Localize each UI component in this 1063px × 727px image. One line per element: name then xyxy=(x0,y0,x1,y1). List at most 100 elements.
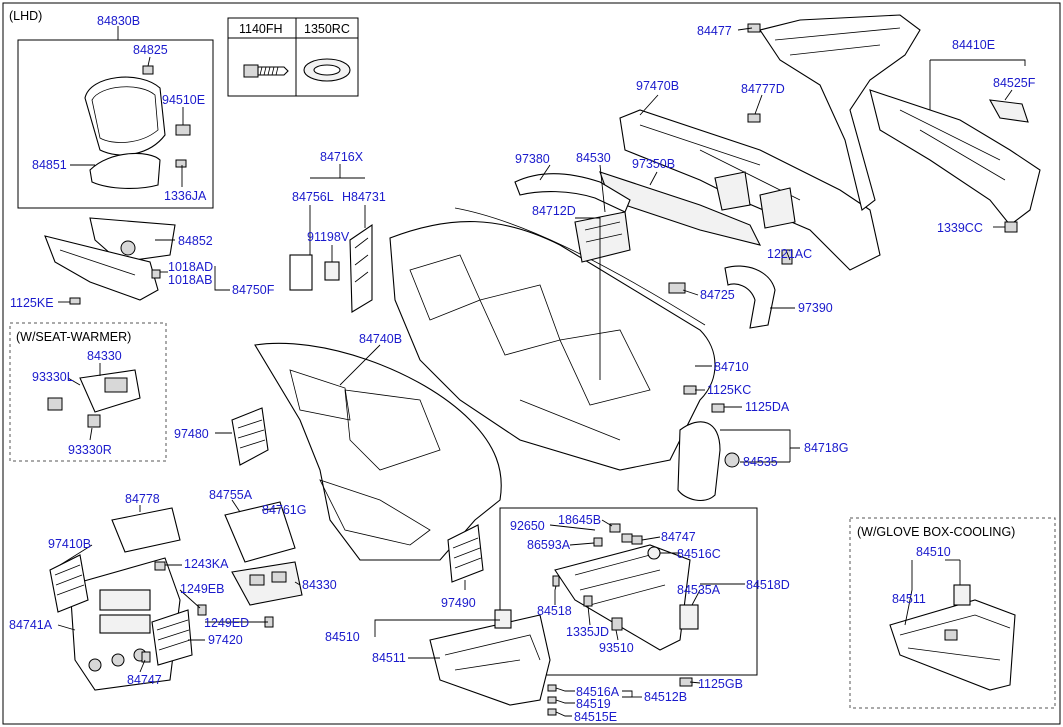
part-label[interactable]: 1125KE xyxy=(10,296,54,310)
leader-lines xyxy=(57,26,1026,717)
seat-warmer-box xyxy=(9,322,167,462)
part-label[interactable]: 91198V xyxy=(307,230,350,244)
part-label[interactable]: 84756L xyxy=(292,190,334,204)
part-label[interactable]: 93330L xyxy=(32,370,74,384)
part-label[interactable]: 84330 xyxy=(302,578,337,592)
variant-label-glove-box-cooling: (W/GLOVE BOX-COOLING) xyxy=(857,525,1015,539)
part-label[interactable]: 84851 xyxy=(32,158,67,172)
part-label[interactable]: 84777D xyxy=(741,82,785,96)
part-label[interactable]: 84510 xyxy=(916,545,951,559)
airbag-module-drawing xyxy=(574,211,631,263)
part-label[interactable]: 93510 xyxy=(599,641,634,655)
glove-box-housing-drawing xyxy=(552,523,699,651)
part-label[interactable]: 84535A xyxy=(677,583,721,597)
part-label[interactable]: 18645B xyxy=(558,513,601,527)
variant-label-lhd: (LHD) xyxy=(9,9,42,23)
variant-label-seat-warmer: (W/SEAT-WARMER) xyxy=(16,330,131,344)
cooling-glove-box-door-drawing xyxy=(889,584,1016,691)
part-label[interactable]: 84718G xyxy=(804,441,848,455)
lower-cover-drawing xyxy=(44,217,176,305)
part-label[interactable]: 84712D xyxy=(532,204,576,218)
center-lower-panel-drawing xyxy=(254,342,502,561)
part-label[interactable]: 84516C xyxy=(677,547,721,561)
part-label[interactable]: 97380 xyxy=(515,152,550,166)
center-fascia-drawing xyxy=(49,507,193,691)
part-label[interactable]: 97410B xyxy=(48,537,91,551)
part-label[interactable]: 84747 xyxy=(127,673,162,687)
part-label[interactable]: 84510 xyxy=(325,630,360,644)
part-label[interactable]: 86593A xyxy=(527,538,571,552)
glove-box-detail-box xyxy=(499,507,758,676)
part-label[interactable]: 84518D xyxy=(746,578,790,592)
part-label[interactable]: 84530 xyxy=(576,151,611,165)
part-label[interactable]: 84330 xyxy=(87,349,122,363)
part-label[interactable]: 84518 xyxy=(537,604,572,618)
part-label[interactable]: 1018AD xyxy=(168,260,213,274)
part-label[interactable]: 84512B xyxy=(644,690,687,704)
cowl-cross-bar-drawing xyxy=(759,14,1041,233)
fastener-parts-drawing xyxy=(141,23,793,687)
part-label[interactable]: 97350B xyxy=(632,157,675,171)
part-label[interactable]: 84516A xyxy=(576,685,620,699)
legend-col1-label: 1140FH xyxy=(239,22,283,36)
part-label[interactable]: 1243KA xyxy=(184,557,229,571)
part-label[interactable]: 84519 xyxy=(576,697,611,711)
switch-cover-drawing xyxy=(224,501,303,606)
cluster-housing-drawing xyxy=(84,65,191,189)
part-label[interactable]: 92650 xyxy=(510,519,545,533)
part-label[interactable]: 84830B xyxy=(97,14,140,28)
part-label[interactable]: 84477 xyxy=(697,24,732,38)
part-label[interactable]: 84515E xyxy=(574,710,617,724)
bolt-icon xyxy=(243,64,289,78)
part-label[interactable]: 84750F xyxy=(232,283,275,297)
part-label[interactable]: 84740B xyxy=(359,332,402,346)
side-vent-right-drawing xyxy=(447,524,484,583)
side-bracket-drawing xyxy=(289,223,373,313)
part-label[interactable]: 84511 xyxy=(892,592,926,606)
part-label[interactable]: 1018AB xyxy=(168,273,212,287)
part-label[interactable]: 94510E xyxy=(162,93,205,107)
lhd-cluster-box xyxy=(17,39,214,209)
part-label[interactable]: 1339CC xyxy=(937,221,983,235)
part-label[interactable]: 1125DA xyxy=(745,400,790,414)
part-label[interactable]: 1125GB xyxy=(698,677,743,691)
part-label[interactable]: 1249ED xyxy=(204,616,249,630)
fastener-legend-table xyxy=(227,17,359,97)
part-label[interactable]: 97490 xyxy=(441,596,476,610)
part-label[interactable]: 84525F xyxy=(993,76,1036,90)
part-label[interactable]: 97470B xyxy=(636,79,679,93)
part-label[interactable]: 84511 xyxy=(372,651,406,665)
part-label[interactable]: 1335JD xyxy=(566,625,609,639)
side-cover-right-drawing xyxy=(677,421,740,501)
part-label[interactable]: 84761G xyxy=(262,503,306,517)
part-label[interactable]: 84725 xyxy=(700,288,735,302)
seat-warmer-switch-drawing xyxy=(47,369,141,428)
glove-box-door-drawing xyxy=(429,609,557,716)
part-label[interactable]: 93330R xyxy=(68,443,112,457)
part-label[interactable]: 84741A xyxy=(9,618,53,632)
part-label[interactable]: 84716X xyxy=(320,150,364,164)
part-label[interactable]: 84778 xyxy=(125,492,160,506)
part-label[interactable]: 1125KC xyxy=(707,383,751,397)
part-label[interactable]: H84731 xyxy=(342,190,386,204)
part-label[interactable]: 84710 xyxy=(714,360,749,374)
part-label[interactable]: 1249EB xyxy=(180,582,224,596)
part-label[interactable]: 97420 xyxy=(208,633,243,647)
part-label[interactable]: 84747 xyxy=(661,530,696,544)
heater-duct-drawing xyxy=(514,109,881,329)
side-vent-left-drawing xyxy=(231,407,269,466)
part-label[interactable]: 84825 xyxy=(133,43,168,57)
washer-icon xyxy=(303,58,351,82)
part-label[interactable]: 1221AC xyxy=(767,247,812,261)
part-label[interactable]: 84755A xyxy=(209,488,253,502)
legend-col2-label: 1350RC xyxy=(304,22,350,36)
glove-box-cooling-box xyxy=(849,517,1056,709)
part-label[interactable]: 84852 xyxy=(178,234,213,248)
part-label[interactable]: 84410E xyxy=(952,38,995,52)
part-label[interactable]: 84535 xyxy=(743,455,778,469)
part-label[interactable]: 97390 xyxy=(798,301,833,315)
part-label[interactable]: 97480 xyxy=(174,427,209,441)
part-label[interactable]: 1336JA xyxy=(164,189,207,203)
